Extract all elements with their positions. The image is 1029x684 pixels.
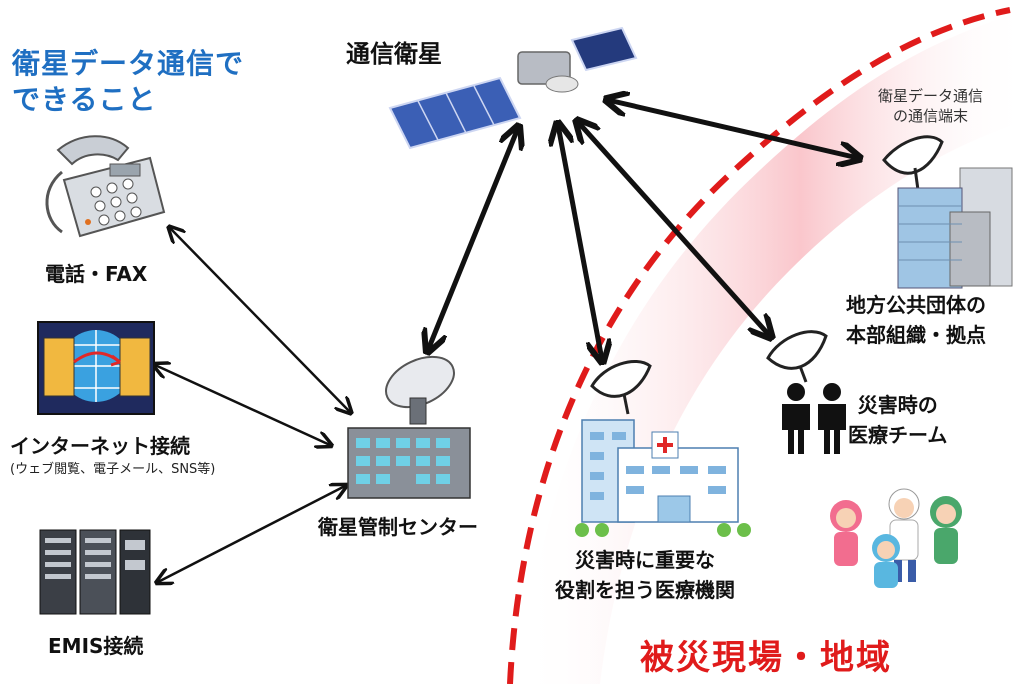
people-icon xyxy=(782,383,846,454)
medical-team-line-2: 医療チーム xyxy=(848,423,948,447)
arrow-satellite-hospital xyxy=(558,125,602,360)
arrow-satellite-center xyxy=(428,128,518,350)
hospital-label-line-1: 災害時に重要な xyxy=(575,548,715,572)
medical-team-line-1: 災害時の xyxy=(857,393,938,417)
internet-sub-label: (ウェブ閲覧、電子メール、SNS等) xyxy=(10,462,216,477)
satellite-dish-icon xyxy=(590,360,652,415)
control-center-label: 衛星管制センター xyxy=(318,515,478,539)
connection-arrows xyxy=(155,100,858,582)
local-government-line-2: 本部組織・拠点 xyxy=(846,323,986,347)
emis-label: EMIS接続 xyxy=(48,634,144,658)
hospital-icon xyxy=(575,419,751,537)
telephone-fax-icon xyxy=(45,135,166,238)
satellite-icon xyxy=(388,26,638,150)
terminal-label: 衛星データ通信 の通信端末 xyxy=(878,86,983,126)
title-line-1: 衛星データ通信で xyxy=(12,47,245,80)
satellite-label: 通信衛星 xyxy=(346,40,442,68)
ground-station-icon xyxy=(347,355,471,499)
terminal-label-line-1: 衛星データ通信 xyxy=(878,87,984,105)
diagram-title: 衛星データ通信で できること xyxy=(12,46,244,118)
office-buildings-icon xyxy=(897,167,1013,289)
server-rack-icon xyxy=(39,529,151,615)
arrow-internet-center xyxy=(155,365,330,445)
title-line-2: できること xyxy=(12,83,157,116)
disaster-area-label: 被災現場・地域 xyxy=(640,638,892,678)
hospital-label: 災害時に重要な 役割を担う医療機関 xyxy=(555,545,735,605)
local-government-line-1: 地方公共団体の xyxy=(846,293,986,317)
terminal-label-line-2: の通信端末 xyxy=(893,107,969,125)
arrow-satellite-terminal xyxy=(608,100,858,158)
satellite-dish-icon xyxy=(766,330,828,383)
local-government-label: 地方公共団体の 本部組織・拠点 xyxy=(846,290,986,350)
hospital-label-line-2: 役割を担う医療機関 xyxy=(555,578,735,602)
internet-label: インターネット接続 xyxy=(10,434,190,458)
evacuees-icon xyxy=(830,488,962,588)
satellite-dish-icon xyxy=(882,135,944,191)
phone-fax-label: 電話・FAX xyxy=(45,262,148,286)
medical-team-label: 災害時の 医療チーム xyxy=(848,390,947,450)
arrow-emis-center xyxy=(158,486,345,582)
internet-computers-icon xyxy=(37,321,155,415)
